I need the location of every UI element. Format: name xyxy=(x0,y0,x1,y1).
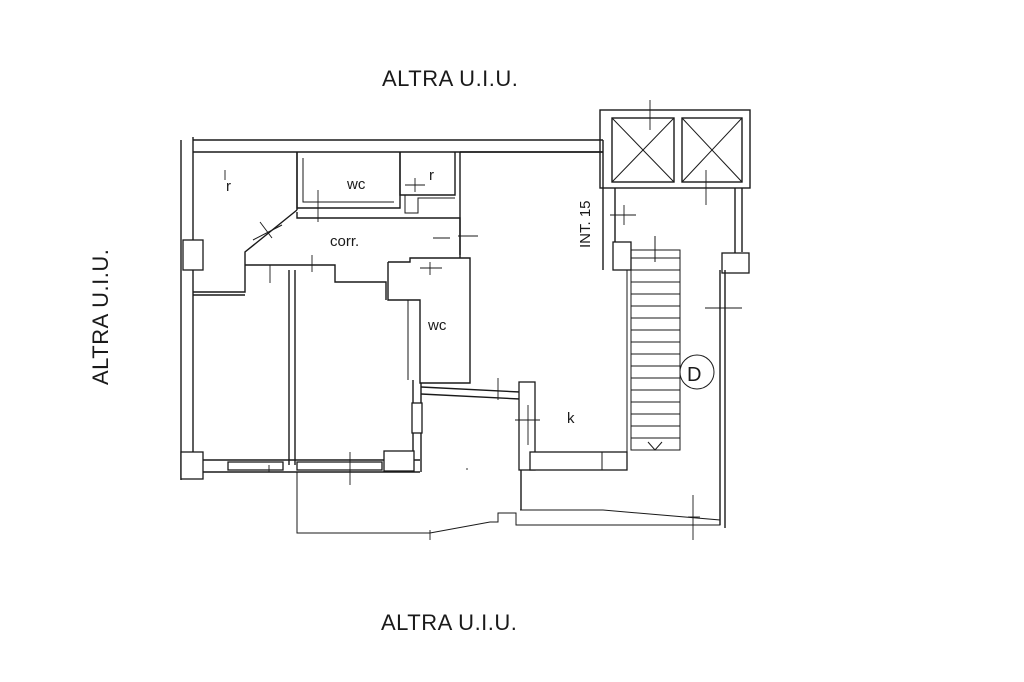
right-boundary xyxy=(688,188,750,540)
room-label-r-small: r xyxy=(429,167,434,184)
room-label-corr: corr. xyxy=(330,233,359,250)
dimension-ticks xyxy=(259,221,468,470)
room-label-wc-top: wc xyxy=(346,176,366,193)
stair-marker-circle xyxy=(679,354,715,390)
room-r-small xyxy=(399,152,456,214)
shaft-boxes xyxy=(599,100,751,205)
room-corridor xyxy=(245,212,478,300)
top-boundary xyxy=(192,137,603,153)
room-kitchen xyxy=(420,378,628,510)
unit-label: INT. 15 xyxy=(577,200,594,248)
label-bottom-neighbour: ALTRA U.I.U. xyxy=(381,610,517,635)
staircase: D xyxy=(612,236,715,455)
room-r-large xyxy=(193,152,298,293)
room-wc-mid xyxy=(387,257,471,384)
room-label-r-large: r xyxy=(226,178,231,195)
interior-walls-lower xyxy=(193,270,296,465)
bottom-balcony xyxy=(296,472,721,540)
unit-int15: INT. 15 xyxy=(459,140,636,270)
room-label-wc-mid: wc xyxy=(427,317,447,334)
lower-rooms xyxy=(203,380,423,485)
label-top-neighbour: ALTRA U.I.U. xyxy=(382,66,518,91)
left-boundary xyxy=(180,140,204,480)
room-label-k: k xyxy=(567,410,575,427)
label-left-neighbour: ALTRA U.I.U. xyxy=(88,249,113,385)
stair-marker-label: D xyxy=(687,364,701,386)
